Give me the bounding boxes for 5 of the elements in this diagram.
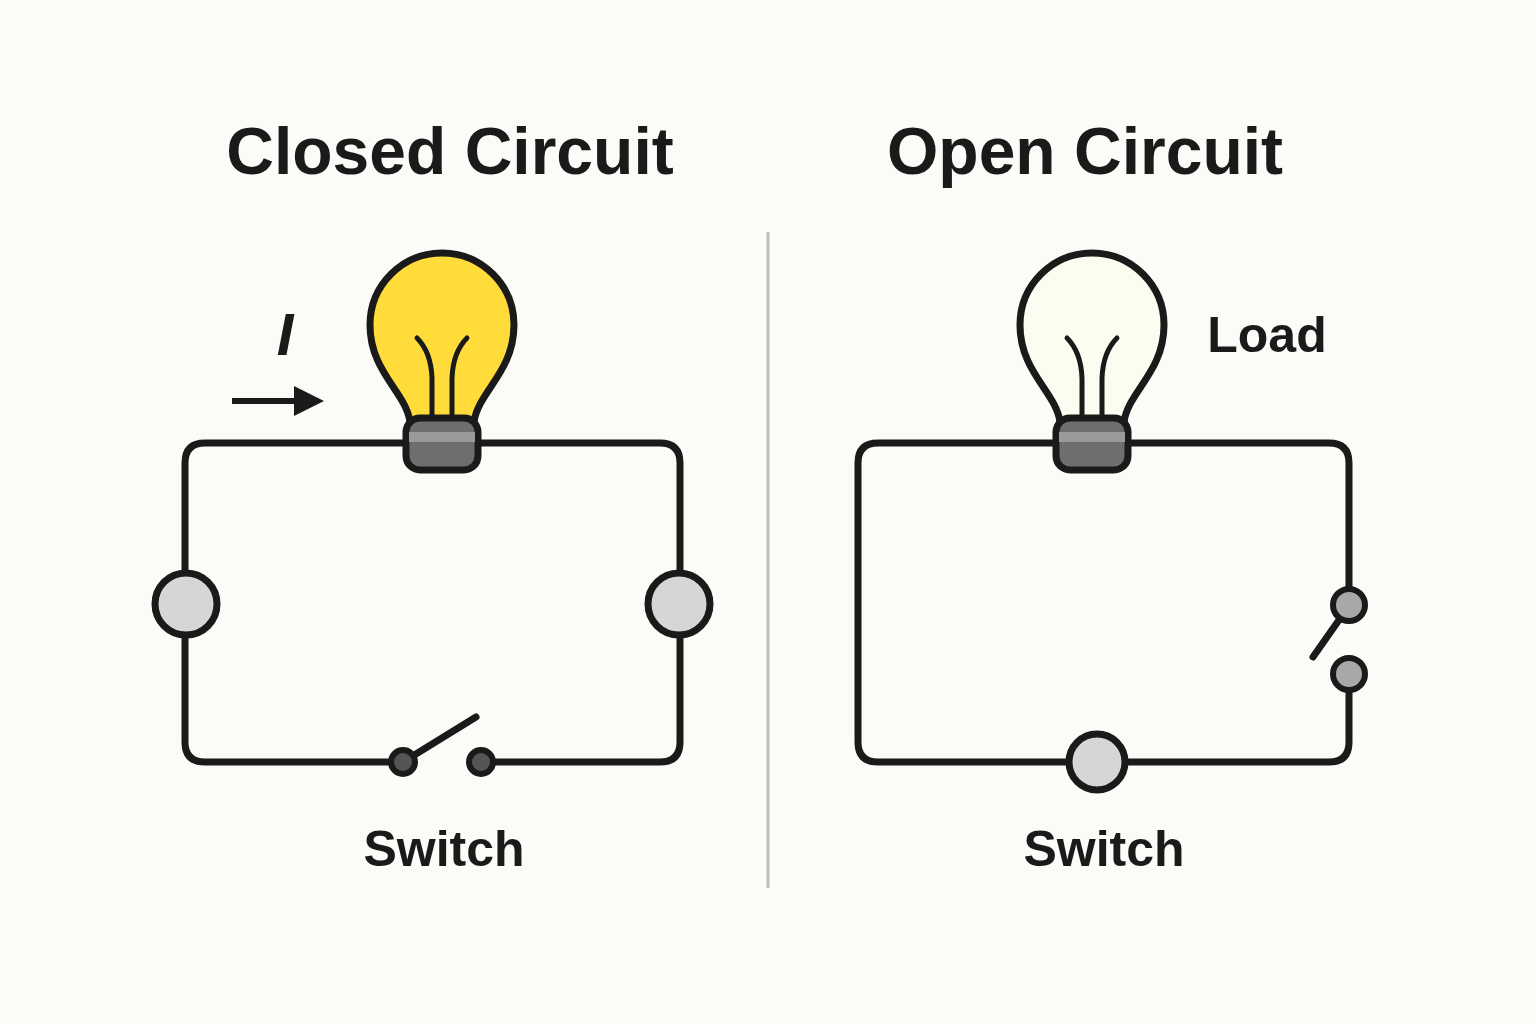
current-label: I: [276, 305, 294, 365]
switch-label: Switch: [363, 824, 525, 874]
heading: Closed Circuit: [226, 118, 674, 184]
switch-label: Switch: [1023, 824, 1185, 874]
load-label: Load: [1207, 310, 1327, 360]
